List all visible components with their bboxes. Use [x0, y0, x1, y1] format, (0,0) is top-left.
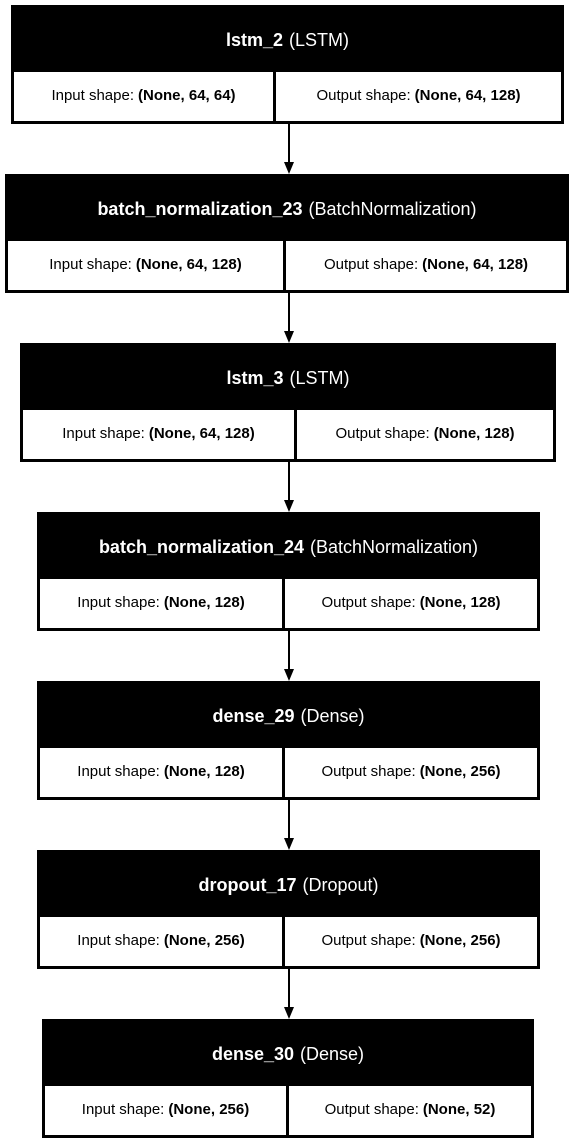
output-shape-label: Output shape: — [316, 86, 411, 104]
input-shape-cell: Input shape: (None, 128) — [40, 576, 282, 628]
layer-node-batch-normalization-24: batch_normalization_24 (BatchNormalizati… — [37, 512, 540, 631]
layer-node-dense-29: dense_29 (Dense) Input shape: (None, 128… — [37, 681, 540, 800]
arrow-head-icon — [284, 500, 294, 512]
layer-name: batch_normalization_24 — [98, 536, 304, 557]
input-shape-label: Input shape: — [62, 424, 145, 442]
output-shape-cell: Output shape: (None, 64, 128) — [276, 69, 561, 121]
input-shape-value: (None, 64, 64) — [138, 86, 236, 104]
layer-header: dropout_17 (Dropout) — [40, 853, 537, 917]
output-shape-cell: Output shape: (None, 256) — [285, 914, 537, 966]
shape-row: Input shape: (None, 64, 128) Output shap… — [23, 407, 553, 459]
output-shape-cell: Output shape: (None, 52) — [289, 1083, 531, 1135]
layer-header: lstm_3 (LSTM) — [23, 346, 553, 410]
input-shape-cell: Input shape: (None, 64, 64) — [14, 69, 273, 121]
output-shape-label: Output shape: — [335, 424, 430, 442]
input-shape-label: Input shape: — [51, 86, 135, 104]
shape-row: Input shape: (None, 128) Output shape: (… — [40, 576, 537, 628]
input-shape-value: (None, 256) — [168, 1100, 250, 1118]
output-shape-label: Output shape: — [323, 255, 419, 273]
cell-divider — [273, 69, 276, 121]
output-shape-value: (None, 128) — [419, 593, 501, 611]
arrow-head-icon — [284, 331, 294, 343]
output-shape-cell: Output shape: (None, 128) — [285, 576, 537, 628]
shape-row: Input shape: (None, 64, 128) Output shap… — [8, 238, 566, 290]
layer-name: lstm_3 — [226, 367, 284, 388]
layer-type: (BatchNormalization) — [308, 198, 477, 219]
input-shape-label: Input shape: — [49, 255, 132, 273]
layer-type: (BatchNormalization) — [310, 536, 479, 557]
cell-divider — [282, 576, 285, 628]
shape-row: Input shape: (None, 64, 64) Output shape… — [14, 69, 561, 121]
input-shape-value: (None, 64, 128) — [135, 255, 242, 273]
layer-type: (LSTM) — [289, 367, 350, 388]
layer-node-batch-normalization-23: batch_normalization_23 (BatchNormalizati… — [5, 174, 569, 293]
cell-divider — [294, 407, 297, 459]
input-shape-label: Input shape: — [77, 593, 160, 611]
output-shape-cell: Output shape: (None, 128) — [297, 407, 553, 459]
output-shape-cell: Output shape: (None, 64, 128) — [286, 238, 566, 290]
shape-row: Input shape: (None, 256) Output shape: (… — [40, 914, 537, 966]
input-shape-label: Input shape: — [77, 762, 160, 780]
input-shape-cell: Input shape: (None, 64, 128) — [8, 238, 283, 290]
layer-node-dense-30: dense_30 (Dense) Input shape: (None, 256… — [42, 1019, 534, 1138]
output-shape-value: (None, 52) — [422, 1100, 496, 1118]
output-shape-label: Output shape: — [324, 1100, 419, 1118]
cell-divider — [282, 914, 285, 966]
cell-divider — [286, 1083, 289, 1135]
layer-header: dense_30 (Dense) — [45, 1022, 531, 1086]
layer-header: batch_normalization_24 (BatchNormalizati… — [40, 515, 537, 579]
layer-type: (Dense) — [300, 705, 365, 726]
layer-node-dropout-17: dropout_17 (Dropout) Input shape: (None,… — [37, 850, 540, 969]
output-shape-label: Output shape: — [321, 593, 416, 611]
input-shape-cell: Input shape: (None, 128) — [40, 745, 282, 797]
layer-type: (Dropout) — [302, 874, 379, 895]
output-shape-value: (None, 256) — [419, 762, 501, 780]
layer-name: dropout_17 — [198, 874, 297, 895]
output-shape-value: (None, 256) — [419, 931, 501, 949]
layer-header: dense_29 (Dense) — [40, 684, 537, 748]
cell-divider — [282, 745, 285, 797]
layer-type: (Dense) — [300, 1043, 365, 1064]
arrow-head-icon — [284, 162, 294, 174]
shape-row: Input shape: (None, 256) Output shape: (… — [45, 1083, 531, 1135]
layer-node-lstm-3: lstm_3 (LSTM) Input shape: (None, 64, 12… — [20, 343, 556, 462]
input-shape-value: (None, 64, 128) — [148, 424, 255, 442]
layer-type: (LSTM) — [289, 29, 350, 50]
arrow-head-icon — [284, 838, 294, 850]
input-shape-label: Input shape: — [81, 1100, 165, 1118]
output-shape-cell: Output shape: (None, 256) — [285, 745, 537, 797]
arrow-head-icon — [284, 1007, 294, 1019]
input-shape-value: (None, 256) — [163, 931, 245, 949]
input-shape-cell: Input shape: (None, 256) — [40, 914, 282, 966]
arrow-head-icon — [284, 669, 294, 681]
layer-name: dense_30 — [211, 1043, 295, 1064]
shape-row: Input shape: (None, 128) Output shape: (… — [40, 745, 537, 797]
output-shape-value: (None, 64, 128) — [414, 86, 521, 104]
output-shape-value: (None, 128) — [433, 424, 515, 442]
layer-node-lstm-2: lstm_2 (LSTM) Input shape: (None, 64, 64… — [11, 5, 564, 124]
cell-divider — [283, 238, 286, 290]
layer-header: lstm_2 (LSTM) — [14, 8, 561, 72]
layer-header: batch_normalization_23 (BatchNormalizati… — [8, 177, 566, 241]
input-shape-value: (None, 128) — [163, 593, 245, 611]
input-shape-value: (None, 128) — [163, 762, 245, 780]
input-shape-label: Input shape: — [77, 931, 160, 949]
output-shape-value: (None, 64, 128) — [422, 255, 529, 273]
layer-name: lstm_2 — [225, 29, 284, 50]
layer-name: batch_normalization_23 — [97, 198, 303, 219]
input-shape-cell: Input shape: (None, 256) — [45, 1083, 286, 1135]
output-shape-label: Output shape: — [321, 762, 416, 780]
input-shape-cell: Input shape: (None, 64, 128) — [23, 407, 294, 459]
layer-name: dense_29 — [212, 705, 295, 726]
output-shape-label: Output shape: — [321, 931, 416, 949]
